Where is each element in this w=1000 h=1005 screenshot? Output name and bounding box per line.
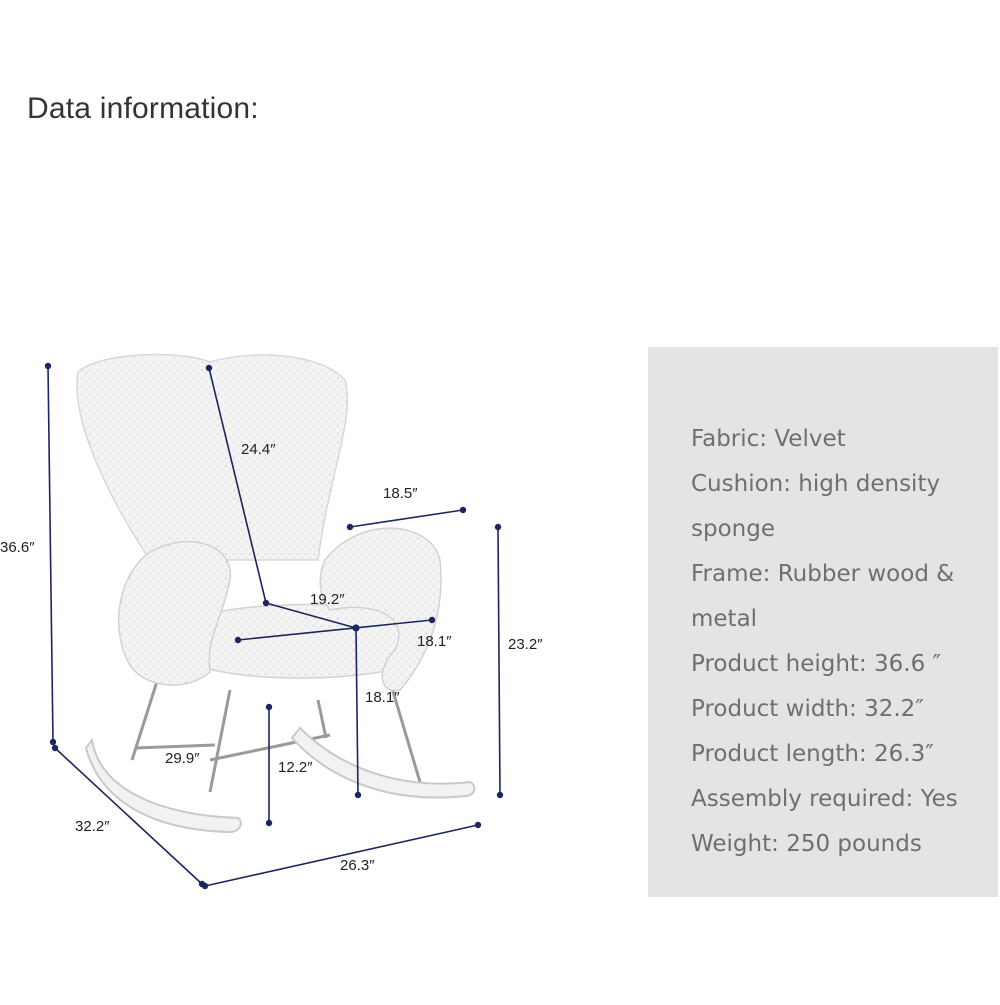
label-seat-width: 19.2″ [310,591,345,608]
chair-right-arm [319,527,442,692]
label-product-length: 26.3″ [340,857,375,874]
spec-product-width: Product width: 32.2″ [691,696,924,722]
chair-left-arm [117,540,231,686]
spec-assembly: Assembly required: Yes [691,786,958,812]
rockers [84,726,476,834]
spec-product-length: Product length: 26.3″ [691,741,934,767]
label-base-clearance: 12.2″ [278,759,313,776]
chair-illustration [44,353,504,890]
label-seat-length: 29.9″ [165,750,200,767]
dimension-endpoints [44,362,504,890]
page-title: Data information: [27,92,259,125]
dimension-lines [47,365,501,887]
chair-dimension-diagram: 36.6″ 24.4″ 18.5″ 19.2″ 18.1″ 23.2″ 18.1… [0,353,543,890]
spec-weight: Weight: 250 pounds [691,831,922,857]
label-arm-width: 18.5″ [383,485,418,502]
label-overall-height: 36.6″ [0,539,35,556]
label-product-width: 32.2″ [75,818,110,835]
label-back-height: 24.4″ [241,441,276,458]
spec-fabric: Fabric: Velvet [691,426,846,452]
chair-backrest [76,353,349,561]
spec-product-height: Product height: 36.6 ″ [691,651,942,677]
spec-cushion: Cushion: high density sponge [691,471,941,542]
label-arm-height: 23.2″ [508,636,543,653]
specs-list: Fabric: Velvet Cushion: high density spo… [691,417,981,867]
specs-panel: Fabric: Velvet Cushion: high density spo… [648,347,998,897]
label-seat-to-floor: 18.1″ [365,689,400,706]
chair-legs [130,671,422,793]
label-seat-depth: 18.1″ [417,633,452,650]
spec-frame: Frame: Rubber wood & metal [691,561,955,632]
